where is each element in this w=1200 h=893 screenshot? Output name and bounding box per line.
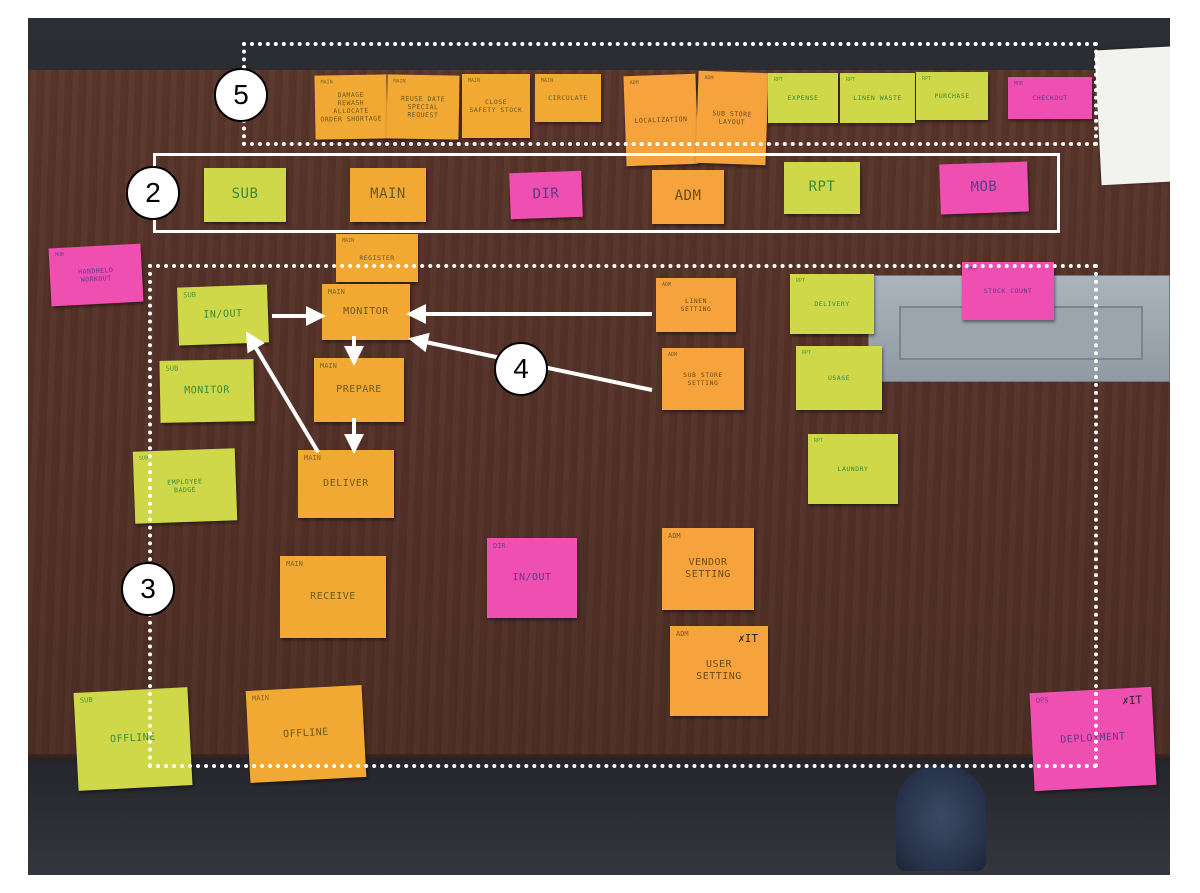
category-adm: ADM: [652, 170, 724, 224]
chair: [896, 766, 986, 871]
paper-sheet: [1094, 45, 1170, 186]
floor: [28, 760, 1170, 875]
table-edge: [28, 754, 1170, 764]
callout-5: 5: [214, 68, 268, 122]
callout-4: 4: [494, 342, 548, 396]
category-sub: SUB: [204, 168, 286, 222]
category-rpt: RPT: [784, 162, 860, 214]
section-5-frame: [242, 42, 1098, 146]
callout-3: 3: [121, 562, 175, 616]
category-main: MAIN: [350, 168, 426, 222]
callout-2: 2: [126, 166, 180, 220]
section-2-frame: [153, 153, 1060, 233]
section-3-frame: [148, 264, 1098, 768]
